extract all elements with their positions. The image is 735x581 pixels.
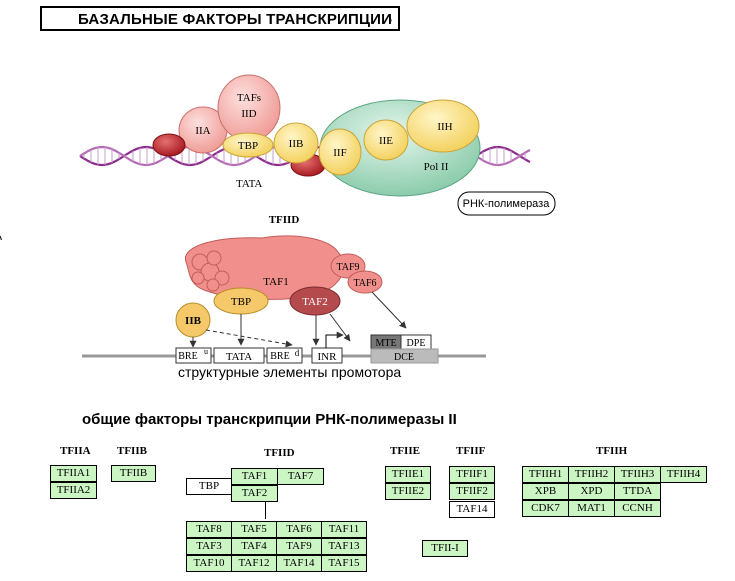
tss-arrow: [325, 331, 344, 348]
gtf-heading: общие факторы транскрипции РНК-полимераз…: [82, 411, 457, 428]
tata-element-label: TATA: [226, 351, 252, 363]
binding-arrows: [189, 291, 407, 348]
tfiid-taf-cell: TAF13: [321, 538, 367, 555]
tfiih-cell: TFIIH2: [568, 466, 615, 483]
rnap-label-box: [457, 191, 556, 216]
taf9-label: TAF9: [336, 262, 359, 273]
iih-shape: [406, 99, 480, 153]
title-box: БАЗАЛЬНЫЕ ФАКТОРЫ ТРАНСКРИПЦИИ ': [40, 6, 400, 31]
tfiid-top-cell: TAF2: [231, 485, 278, 502]
bre-d-label: BRE: [270, 351, 289, 362]
bre-u-box: [175, 347, 212, 364]
tfiif-cell: TAF14: [449, 501, 495, 518]
tfiid-taf-cell: TAF8: [186, 521, 232, 538]
bre-d-box: [266, 347, 303, 364]
dpe-label: DPE: [407, 338, 426, 349]
inr-label: INR: [318, 351, 338, 363]
tfiid-tbp-cell: TBP: [186, 478, 232, 495]
red-factor-left: [152, 133, 186, 157]
iih-label: IIH: [437, 121, 452, 133]
pol-ii-label: Pol II: [424, 161, 449, 173]
promoter-caption: структурные элементы промотора: [178, 364, 402, 380]
tfiid-taf-cell: TAF6: [276, 521, 322, 538]
tfiif-title: TFIIF: [456, 445, 486, 457]
tafs-label: TAFs: [237, 92, 261, 104]
tbp-label: TBP: [238, 140, 258, 152]
bre-u-sup: u: [204, 347, 208, 356]
tfiid-taf-cell: TAF9: [276, 538, 322, 555]
tfiid-taf-cell: TAF4: [231, 538, 277, 555]
edge-mark: [0, 235, 2, 240]
tfiia-cell: TFIIA1: [50, 465, 97, 482]
tfiih-cell: TFIIH3: [614, 466, 661, 483]
tfiih-cell: TFIIH4: [660, 466, 707, 483]
iid-label: IID: [241, 108, 256, 120]
title-mark: ': [390, 18, 392, 27]
tfiid-connector: [265, 502, 266, 519]
tfiif-cell: TFIIF2: [449, 483, 495, 500]
taf2-shape: [289, 286, 341, 316]
iie-shape: [363, 119, 409, 161]
iie-label: IIE: [379, 135, 393, 147]
tfiid-taf-cell: TAF15: [321, 555, 367, 572]
taf6-shape: [347, 270, 383, 294]
tfiid-title: TFIID: [269, 214, 300, 226]
taf6-label: TAF6: [353, 278, 376, 289]
bre-d-sup: d: [295, 348, 300, 358]
tfiih-cell: XPD: [568, 483, 615, 500]
tfiid-taf-cell: TAF11: [321, 521, 367, 538]
tfiih-cell: CCNH: [614, 500, 661, 517]
tfiid-taf-cell: TAF5: [231, 521, 277, 538]
dce-box: [370, 348, 439, 364]
bre-u-label: BRE: [178, 351, 197, 362]
tfiid-taf-cell: TAF3: [186, 538, 232, 555]
tfiif-cell: TFIIF1: [449, 466, 495, 483]
inr-box: [311, 347, 343, 364]
tfii-i-cell: TFII-I: [422, 540, 468, 557]
dce-label: DCE: [394, 352, 414, 363]
tfiie-title: TFIIE: [390, 445, 420, 457]
taf1-label: TAF1: [263, 276, 288, 288]
page-title: БАЗАЛЬНЫЕ ФАКТОРЫ ТРАНСКРИПЦИИ: [78, 11, 393, 28]
mte-label: MTE: [375, 338, 396, 349]
iia-label: IIA: [195, 125, 210, 137]
tfiib-title: TFIIB: [117, 445, 147, 457]
tfiih-cell: MAT1: [568, 500, 615, 517]
tfiih-title: TFIIH: [596, 445, 628, 457]
tfiid-top-cell: TAF1: [231, 468, 278, 485]
tata-box: [213, 347, 265, 364]
tfiie-cell: TFIIE1: [385, 466, 431, 483]
tfiid-promoter-diagram: TFIID TAF1 TAF9 TAF6 TBP TAF2 IIB BRE u …: [82, 214, 486, 364]
iib-shape: [273, 122, 319, 164]
tata-label: TATA: [236, 178, 262, 190]
tfiia-title: TFIIA: [60, 445, 91, 457]
taf-subunit-cluster: [191, 250, 230, 292]
tfiih-cell: XPB: [522, 483, 569, 500]
iib-label: IIB: [289, 138, 304, 150]
iif-label: IIF: [333, 147, 346, 159]
rnap-label: РНК-полимераза: [463, 198, 551, 210]
tfiia-cell: TFIIA2: [50, 482, 97, 499]
tfiie-cell: TFIIE2: [385, 483, 431, 500]
iif-shape: [318, 128, 362, 176]
tfiid-top-cell: TAF7: [277, 468, 324, 485]
tfiih-cell: CDK7: [522, 500, 569, 517]
tfiib-cell: TFIIB: [111, 465, 156, 482]
tfiih-cell: TTDA: [614, 483, 661, 500]
tfiid-table-title: TFIID: [264, 447, 295, 459]
tbp-panel-label: TBP: [231, 296, 251, 308]
complex-diagram: Pol II IIA TAFs IID TBP IIB IIF IIE IIH …: [0, 74, 556, 240]
tfiid-taf-cell: TAF12: [231, 555, 277, 572]
tfiih-cell: TFIIH1: [522, 466, 569, 483]
tbp-shape: [222, 132, 274, 158]
taf2-label: TAF2: [302, 296, 327, 308]
tfiid-taf-cell: TAF10: [186, 555, 232, 572]
tfiid-taf-cell: TAF14: [276, 555, 322, 572]
iib-panel-label: IIB: [185, 315, 202, 327]
